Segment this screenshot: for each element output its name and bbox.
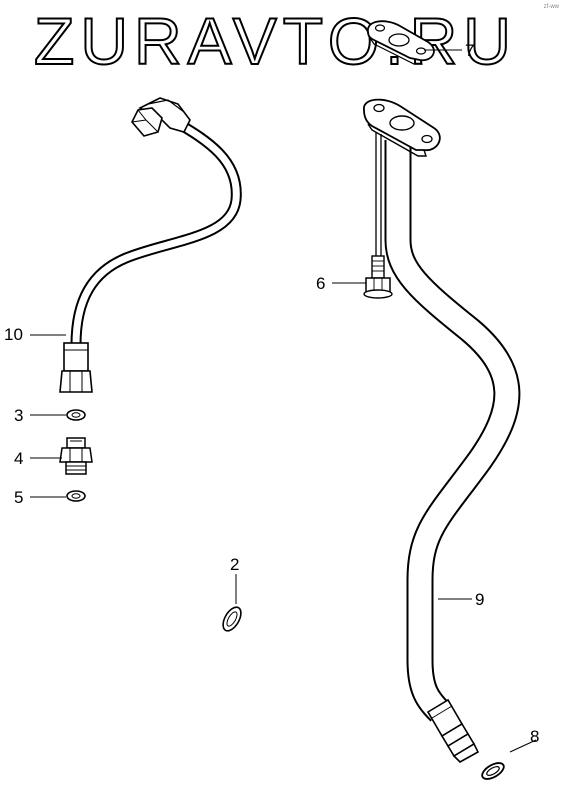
bolt xyxy=(363,255,393,299)
union-adapter xyxy=(59,437,93,475)
callout-5: 5 xyxy=(14,488,24,507)
oil-feed-pipe xyxy=(59,97,242,393)
callout-7: 7 xyxy=(465,41,475,60)
flange-gasket xyxy=(367,20,435,65)
callout-2: 2 xyxy=(230,555,240,574)
corner-mark: zf-ww xyxy=(543,4,559,10)
callout-6: 6 xyxy=(316,274,326,293)
pipe-flange xyxy=(363,98,441,256)
leader-lines xyxy=(30,49,537,753)
upper-washer xyxy=(66,409,86,421)
callout-10: 10 xyxy=(4,325,23,344)
callout-8: 8 xyxy=(530,727,540,746)
watermark-logo: ZURAVTO.RU xyxy=(33,4,517,78)
lower-washer xyxy=(66,490,86,502)
gasket xyxy=(222,606,242,632)
oil-return-pipe xyxy=(384,140,521,763)
o-ring xyxy=(481,762,505,780)
callout-4: 4 xyxy=(14,449,24,468)
callout-9: 9 xyxy=(475,590,485,609)
callout-3: 3 xyxy=(14,406,24,425)
